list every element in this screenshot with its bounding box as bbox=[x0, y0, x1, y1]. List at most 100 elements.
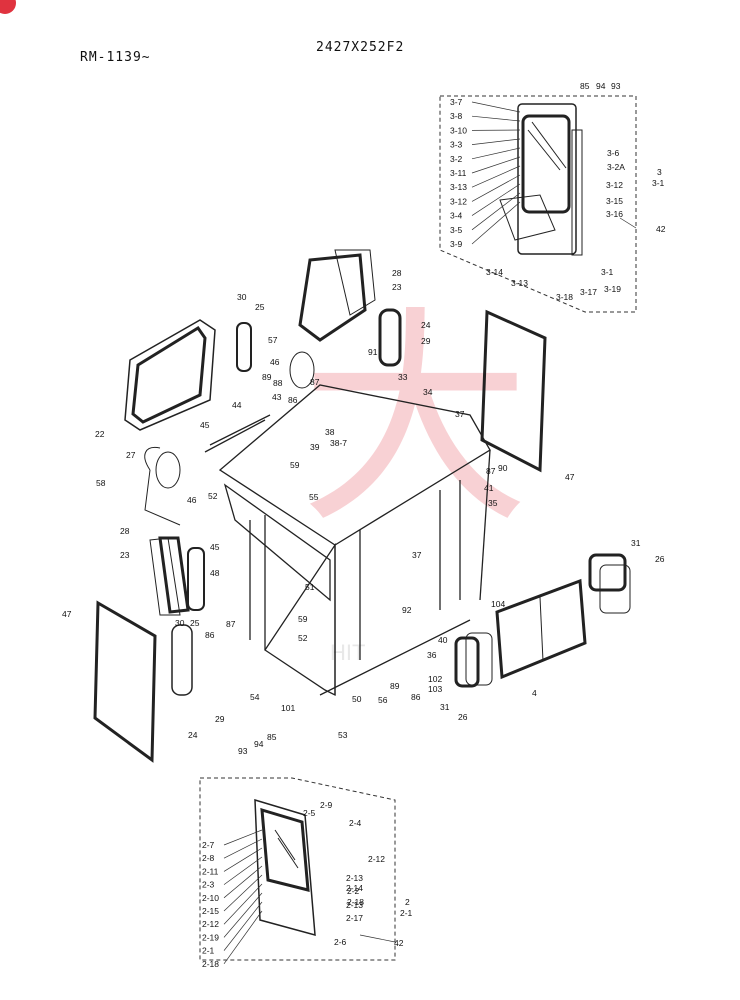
callout-label: 42 bbox=[656, 224, 666, 234]
callout-label: 89 bbox=[390, 681, 400, 691]
callout-label: 2-5 bbox=[303, 808, 316, 818]
leader-line bbox=[223, 892, 263, 938]
callout-label: 2 bbox=[405, 897, 410, 907]
callout-label: 90 bbox=[498, 463, 508, 473]
callout-label: 2-15 bbox=[202, 906, 219, 916]
callout-label: 94 bbox=[596, 81, 606, 91]
callout-label: 3-3 bbox=[450, 140, 463, 150]
glass-23-left bbox=[149, 536, 190, 616]
callout-label: 23 bbox=[392, 282, 402, 292]
detail-top-window bbox=[499, 103, 583, 256]
callout-label: 3-13 bbox=[450, 182, 467, 192]
callout-label: 3-4 bbox=[450, 211, 463, 221]
callout-label: 38-7 bbox=[330, 438, 347, 448]
callout-label: 59 bbox=[290, 460, 300, 470]
leader-line bbox=[223, 856, 263, 885]
side-window-22 bbox=[124, 319, 216, 431]
leader-line bbox=[471, 138, 521, 145]
glass-47-right bbox=[480, 309, 547, 473]
callout-label: 30 bbox=[175, 618, 185, 628]
callout-label: 89 bbox=[262, 372, 272, 382]
callout-label: 2-12 bbox=[368, 854, 385, 864]
callout-label: 104 bbox=[491, 599, 505, 609]
callout-label: 101 bbox=[281, 703, 295, 713]
callout-label: 3-6 bbox=[607, 148, 620, 158]
detail-box-top bbox=[439, 95, 637, 313]
callout-label: 86 bbox=[411, 692, 421, 702]
callout-label: 87 bbox=[486, 466, 496, 476]
callout-label: 43 bbox=[272, 392, 282, 402]
callout-label: 52 bbox=[298, 633, 308, 643]
callout-label: 2-18 bbox=[202, 959, 219, 969]
callout-label: 29 bbox=[215, 714, 225, 724]
callout-label: 2-13 bbox=[346, 900, 363, 910]
callout-label: 39 bbox=[310, 442, 320, 452]
callout-label: 3-1 bbox=[652, 178, 665, 188]
leader-line bbox=[471, 147, 521, 160]
callout-label: 22 bbox=[95, 429, 105, 439]
callout-label: 88 bbox=[273, 378, 283, 388]
callout-label: 25 bbox=[190, 618, 200, 628]
callout-label: 86 bbox=[205, 630, 215, 640]
callout-label: 3-1 bbox=[601, 267, 614, 277]
callout-label: 2-14 bbox=[346, 883, 363, 893]
callout-label: 54 bbox=[250, 692, 260, 702]
callout-label: 33 bbox=[398, 372, 408, 382]
callout-label: 47 bbox=[62, 609, 72, 619]
callout-label: 25 bbox=[255, 302, 265, 312]
callout-label: 2-6 bbox=[334, 937, 347, 947]
callout-label: 3-15 bbox=[606, 196, 623, 206]
callout-label: 3-11 bbox=[450, 168, 467, 178]
callout-label: 44 bbox=[232, 400, 242, 410]
leader-line bbox=[471, 101, 521, 113]
callout-label: 29 bbox=[421, 336, 431, 346]
callout-label: 52 bbox=[208, 491, 218, 501]
callout-label: 35 bbox=[488, 498, 498, 508]
callout-label: 102 bbox=[428, 674, 442, 684]
leader-line bbox=[471, 115, 521, 122]
callout-label: 3-8 bbox=[450, 111, 463, 121]
callout-label: 3-5 bbox=[450, 225, 463, 235]
detail-bottom-door bbox=[254, 798, 316, 937]
callout-label: 4 bbox=[532, 688, 537, 698]
callout-label: 3-10 bbox=[450, 125, 467, 135]
leader-line bbox=[223, 829, 263, 846]
small-window-31-mid bbox=[454, 632, 493, 688]
leader-line bbox=[223, 883, 263, 925]
callout-label: 59 bbox=[298, 614, 308, 624]
callout-label: 85 bbox=[267, 732, 277, 742]
small-window-31-right bbox=[588, 553, 631, 614]
callout-label: 51 bbox=[305, 582, 315, 592]
leader-line bbox=[223, 865, 263, 899]
callout-label: 3-2 bbox=[450, 154, 463, 164]
callout-label: 57 bbox=[268, 335, 278, 345]
mirror-46 bbox=[144, 351, 315, 526]
callout-label: 45 bbox=[210, 542, 220, 552]
callout-label: 2-8 bbox=[202, 853, 215, 863]
callout-label: 27 bbox=[126, 450, 136, 460]
callout-label: 103 bbox=[428, 684, 442, 694]
leader-line bbox=[619, 217, 637, 229]
leader-line bbox=[471, 165, 521, 188]
cab-frame bbox=[204, 384, 491, 697]
glass-24 bbox=[378, 308, 402, 367]
callout-label: 46 bbox=[187, 495, 197, 505]
callout-label: 87 bbox=[310, 377, 320, 387]
callout-label: 2-7 bbox=[202, 840, 215, 850]
callout-label: 47 bbox=[565, 472, 575, 482]
callout-label: 3-12 bbox=[450, 196, 467, 206]
callout-label: 56 bbox=[378, 695, 388, 705]
callout-label: 2-12 bbox=[202, 919, 219, 929]
callout-label: 31 bbox=[631, 538, 641, 548]
callout-label: 38 bbox=[325, 427, 335, 437]
leader-line bbox=[223, 901, 263, 951]
callout-label: 48 bbox=[210, 568, 220, 578]
callout-label: 2-1 bbox=[400, 908, 413, 918]
callout-label: 3-13 bbox=[511, 278, 528, 288]
callout-label: 24 bbox=[421, 320, 431, 330]
callout-label: 45 bbox=[200, 420, 210, 430]
glass-24-left bbox=[171, 547, 205, 696]
callout-label: 55 bbox=[309, 492, 319, 502]
callout-label: 93 bbox=[611, 81, 621, 91]
